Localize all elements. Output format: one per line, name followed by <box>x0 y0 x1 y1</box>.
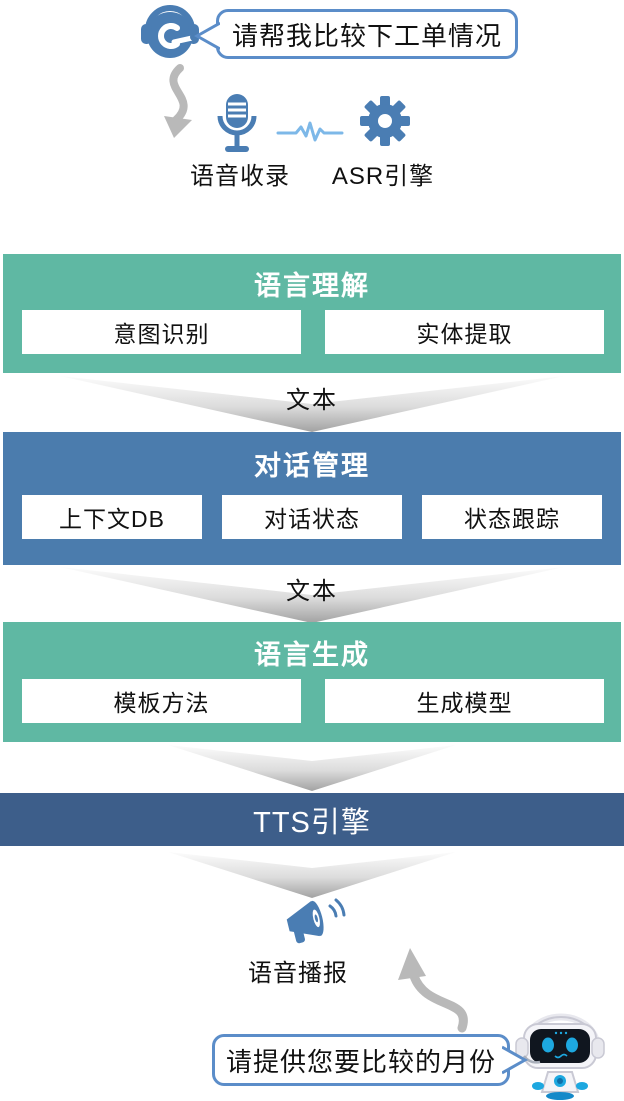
curved-arrow-up-icon <box>398 948 468 1033</box>
stage-nlu: 语言理解 意图识别 实体提取 <box>3 254 621 373</box>
stage-nlg-title: 语言生成 <box>254 640 370 670</box>
headset-icon <box>141 5 199 58</box>
curved-arrow-down-icon <box>164 64 192 138</box>
stage-nlu-title: 语言理解 <box>254 271 370 301</box>
bot-bubble-tail <box>502 1045 528 1075</box>
nlu-intent-box: 意图识别 <box>22 310 301 354</box>
user-speech-text: 请帮我比较下工单情况 <box>231 20 502 51</box>
stage-tts-title: TTS引擎 <box>253 806 371 839</box>
waveform-icon <box>276 121 344 142</box>
voice-broadcast-label: 语音播报 <box>248 960 348 987</box>
stage-tts: TTS引擎 <box>0 793 624 846</box>
stage-nlg: 语言生成 模板方法 生成模型 <box>3 622 621 742</box>
dm-state-tracking-box: 状态跟踪 <box>422 495 602 539</box>
robot-icon <box>515 1013 605 1100</box>
stage-dm-title: 对话管理 <box>254 451 370 481</box>
nlu-entity-box: 实体提取 <box>325 310 604 354</box>
nlg-template-box: 模板方法 <box>22 679 301 723</box>
gear-icon <box>360 96 410 146</box>
voice-capture-label: 语音收录 <box>190 163 290 190</box>
connector-chevron-2 <box>60 567 564 623</box>
connector-chevron-4 <box>168 852 456 898</box>
nlg-genmodel-box: 生成模型 <box>325 679 604 723</box>
bot-speech-text: 请提供您要比较的月份 <box>225 1046 496 1077</box>
dm-context-db-box: 上下文DB <box>22 495 202 539</box>
connector-chevron-1 <box>60 376 564 432</box>
microphone-icon <box>217 94 257 152</box>
dm-dialog-state-box: 对话状态 <box>222 495 402 539</box>
bot-speech-bubble: 请提供您要比较的月份 <box>212 1034 510 1086</box>
user-bubble-tail <box>194 21 220 51</box>
asr-engine-label: ASR引擎 <box>331 163 435 190</box>
connector-text-label-2: 文本 <box>286 578 338 605</box>
megaphone-icon <box>286 898 346 944</box>
connector-text-label-1: 文本 <box>286 387 338 414</box>
stage-dm: 对话管理 上下文DB 对话状态 状态跟踪 <box>3 432 621 565</box>
user-speech-bubble: 请帮我比较下工单情况 <box>216 9 518 59</box>
connector-chevron-3 <box>168 745 456 791</box>
